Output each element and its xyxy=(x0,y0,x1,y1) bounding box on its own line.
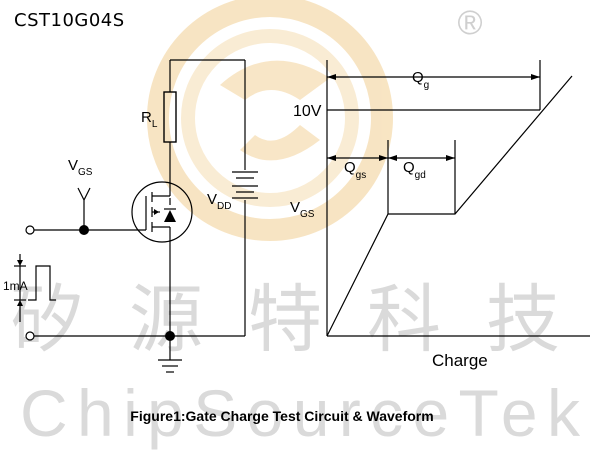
vgs-curve xyxy=(326,75,573,337)
qg-arrow-left xyxy=(327,74,336,80)
current-pulse xyxy=(28,265,56,301)
current-arrow-up xyxy=(17,300,23,306)
vgs-probe-right xyxy=(83,187,91,201)
registered-mark: ® xyxy=(457,4,482,42)
ground-terminal xyxy=(25,331,35,341)
watermark-chinese-text: 矽源特科技 xyxy=(10,277,590,363)
waveform-vgs-label: VGS xyxy=(290,199,315,220)
qgd-arrow-right xyxy=(446,155,455,161)
qg-label: Qg xyxy=(412,69,429,91)
figure-caption: Figure1:Gate Charge Test Circuit & Wavef… xyxy=(130,408,433,424)
watermark-english-text: ChipSourceTek xyxy=(20,376,581,450)
qg-arrow-right xyxy=(531,74,540,80)
gate-node xyxy=(79,225,89,235)
qgs-arrow-right xyxy=(379,155,388,161)
watermark-logo xyxy=(147,0,393,241)
part-number: CST10G04S xyxy=(14,10,125,31)
qgs-arrow-left xyxy=(327,155,336,161)
vgs-probe-left xyxy=(77,187,85,201)
gate-terminal xyxy=(25,225,35,235)
dimension-arrows xyxy=(327,74,540,161)
level-10v-label: 10V xyxy=(293,103,322,120)
waveform-plot xyxy=(326,60,590,337)
body-diode xyxy=(164,210,176,222)
circuit-vgs-label: VGS xyxy=(68,157,93,178)
qgs-label: Qgs xyxy=(344,159,366,181)
source-node xyxy=(165,331,175,341)
load-resistor-label: RL xyxy=(141,109,158,130)
current-arrow-down xyxy=(17,260,23,266)
qgd-arrow-left xyxy=(388,155,397,161)
vdd-label: VDD xyxy=(207,191,231,212)
current-label: 1mA xyxy=(3,279,28,293)
mosfet-symbol xyxy=(131,181,193,243)
x-axis-label: Charge xyxy=(432,351,488,370)
qgd-label: Qgd xyxy=(403,159,426,181)
body-arrow xyxy=(154,209,159,215)
